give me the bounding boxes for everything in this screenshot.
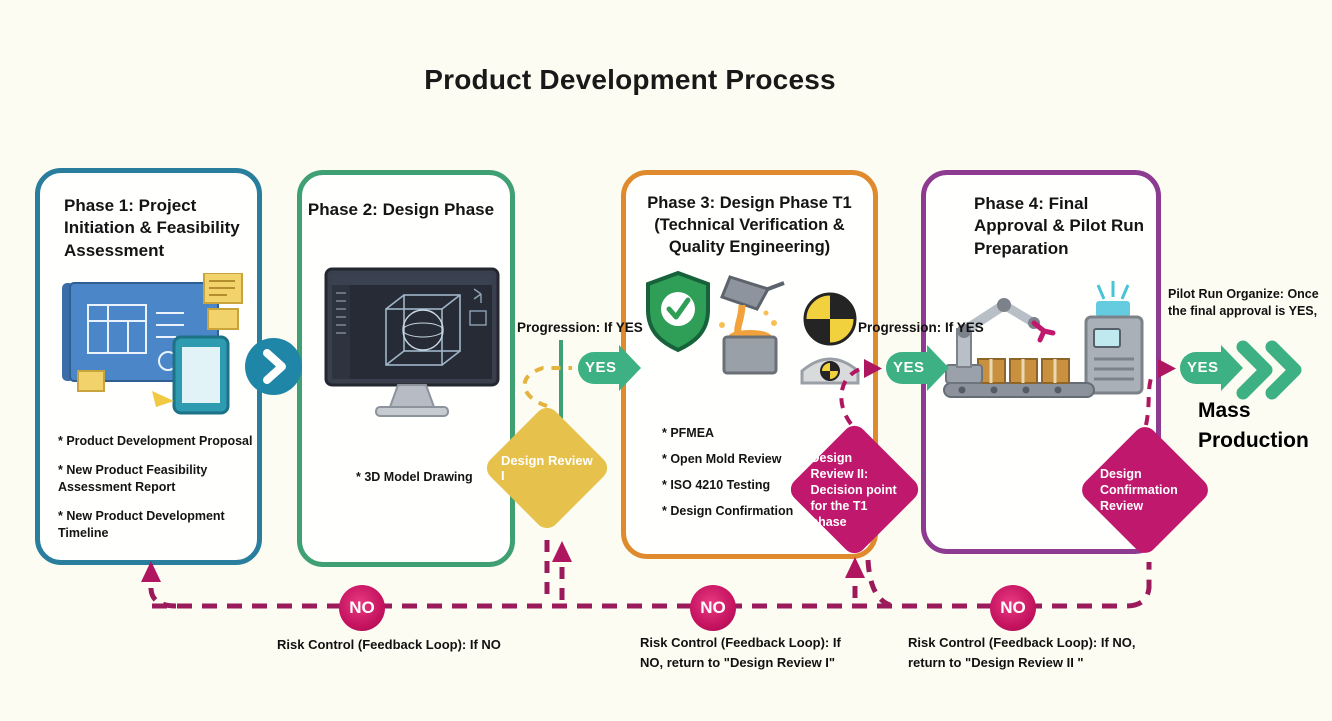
bullet-item: * Product Development Proposal: [58, 434, 253, 448]
chevron-right-icon: [263, 349, 286, 384]
bullet-item: * 3D Model Drawing: [356, 470, 473, 484]
quality-shield-icon: [646, 270, 710, 353]
double-chevron-icon: [1236, 340, 1302, 400]
design-review-1-yes-line: [522, 366, 572, 408]
return-to-design-review-2-arrowhead: [845, 557, 865, 578]
casting-pour-icon: [719, 275, 785, 375]
bullet-item: * New Product Development Timeline: [58, 508, 225, 540]
no-label: NO: [1000, 598, 1026, 617]
feedback-note-1: Risk Control (Feedback Loop): If NO: [277, 637, 501, 652]
feedback-note-3: Risk Control (Feedback Loop): If NO, ret…: [908, 635, 1136, 670]
yes-label: YES: [585, 359, 617, 376]
next-phase-chevron: [245, 338, 302, 395]
return-to-design-review-1-arrowhead: [552, 541, 572, 562]
design-confirmation-review-label: Design Confirmation Review: [1100, 466, 1178, 514]
phase-2-title: Phase 2: Design Phase: [307, 200, 495, 219]
phase-3-title: Phase 3: Design Phase T1 (Technical Veri…: [647, 194, 852, 256]
design-confirmation-review-diamond: Design Confirmation Review: [1077, 422, 1213, 558]
crash-test-dummy-icon: [800, 292, 860, 385]
phase-4-title: Phase 4: Final Approval & Pilot Run Prep…: [974, 194, 1144, 258]
yes-arrow-2: YES: [882, 345, 950, 391]
pencil-icon: [152, 391, 174, 407]
progression-note-1: Progression: If YES: [517, 320, 643, 335]
phase-3-icons: [646, 270, 860, 385]
blueprint-illustration: [62, 273, 243, 415]
design-review-2-diamond: Design Review II: Decision point for the…: [785, 420, 924, 559]
phase-1-bullet-list: * Product Development Proposal * New Pro…: [58, 433, 266, 553]
design-review-1-diamond: Design Review I: [481, 402, 613, 534]
design-review-2-label: Design Review II: Decision point for the…: [810, 450, 897, 529]
design-review-2-down-line: [865, 559, 892, 608]
no-badge-1: NO: [339, 585, 385, 631]
phase-4-box: Phase 4: Final Approval & Pilot Run Prep…: [921, 170, 1161, 554]
progression-note-2: Progression: If YES: [858, 320, 984, 335]
phase-2-box: Phase 2: Design Phase * 3D Model D: [297, 170, 515, 567]
yes-arrow-1: YES: [574, 345, 642, 391]
feedback-note-2: Risk Control (Feedback Loop): If NO, ret…: [640, 635, 841, 670]
bullet-item: * New Product Feasibility Assessment Rep…: [58, 462, 208, 494]
phase-1-box: Phase 1: Project Initiation & Feasibilit…: [35, 168, 262, 565]
sticky-note-icon: [77, 370, 105, 392]
yes-label: YES: [893, 359, 925, 376]
page-title: Product Development Process: [424, 64, 836, 95]
yes-label: YES: [1187, 359, 1219, 376]
no-badge-2: NO: [690, 585, 736, 631]
mass-production-label: Mass Production: [1198, 399, 1309, 453]
design-review-1-label: Design Review I: [501, 453, 593, 483]
return-to-phase1-line: [148, 580, 177, 609]
yes-arrow-3: YES: [1176, 345, 1244, 391]
bullet-item: * Design Confirmation: [662, 503, 794, 518]
robot-arm-illustration: [943, 281, 1144, 398]
conveyor-boxes-icon: [943, 358, 1095, 398]
no-label: NO: [700, 598, 726, 617]
bullet-item: * Open Mold Review: [662, 451, 782, 466]
machine-icon: [1084, 281, 1144, 395]
phase-3-bullet-list: * PFMEA * Open Mold Review * ISO 4210 Te…: [662, 425, 842, 529]
bullet-item: * PFMEA: [662, 426, 715, 440]
no-badge-3: NO: [990, 585, 1036, 631]
sticky-note-icon: [207, 308, 239, 330]
pilot-run-note: Pilot Run Organize: Once the final appro…: [1168, 287, 1319, 318]
bullet-item: * ISO 4210 Testing: [662, 477, 771, 492]
phase-1-title: Phase 1: Project Initiation & Feasibilit…: [64, 196, 240, 260]
no-label: NO: [349, 598, 375, 617]
cad-monitor-illustration: [324, 267, 500, 417]
robot-arm-icon: [945, 298, 1056, 384]
